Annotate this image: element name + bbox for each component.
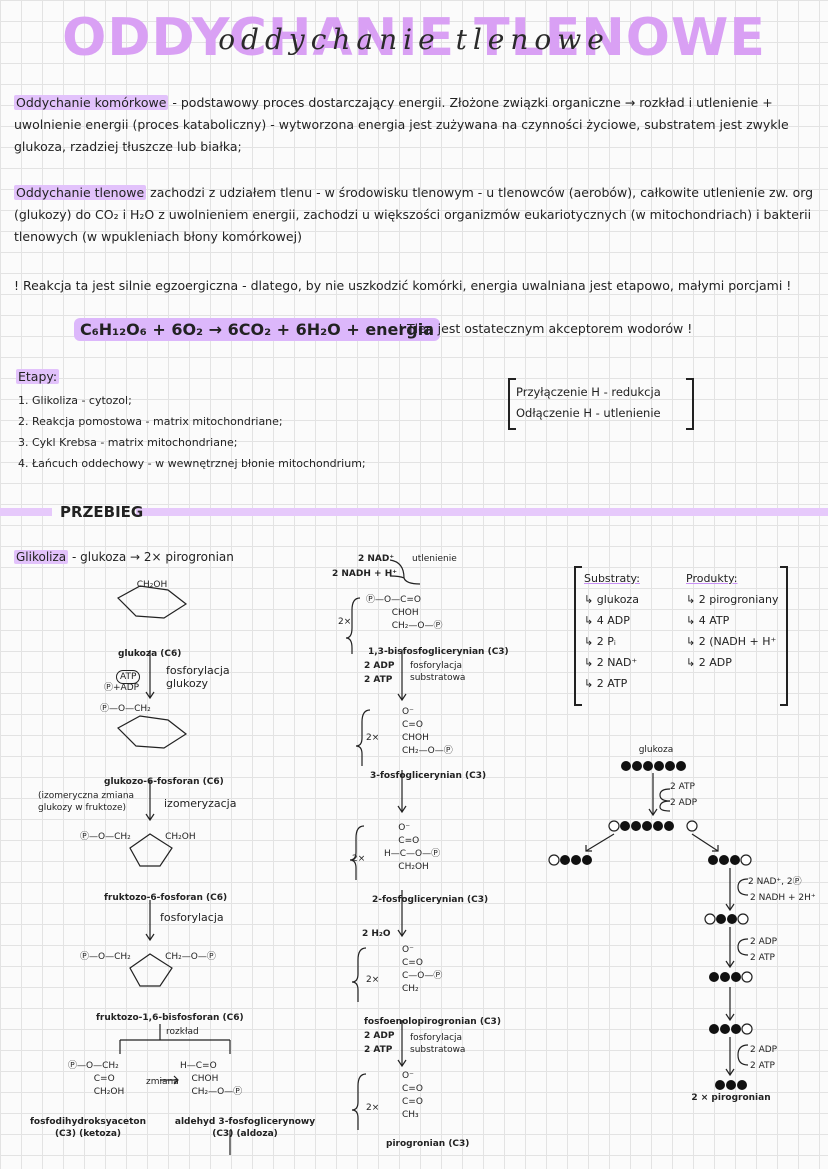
aerobic-paragraph: Oddychanie tlenowe zachodzi z udziałem t… — [14, 182, 814, 248]
scheme-adp: 2 ADP — [670, 798, 698, 808]
scheme-atp-2: 2 ATP — [750, 953, 775, 963]
equation-wrap: C₆H₁₂O₆ + 6O₂ → 6CO₂ + 6H₂O + energia — [74, 318, 441, 342]
scheme-glucose-label: glukoza — [638, 745, 674, 755]
glycolysis-text: - glukoza → 2× pirogronian — [71, 550, 234, 564]
f16bp-label: fruktozo-1,6-bisfosforan (C6) — [96, 1013, 244, 1023]
stages-list: 1. Glikoliza - cytozol; 2. Reakcja pomos… — [18, 390, 478, 474]
glucose-ring — [117, 585, 188, 619]
aerobic-text: zachodzi z udziałem tlenu - w środowisku… — [14, 185, 814, 244]
glucose-label: glukoza (C6) — [118, 649, 182, 659]
nad-label: 2 NAD⁺ — [358, 554, 395, 564]
reaction-equation: C₆H₁₂O₆ + 6O₂ → 6CO₂ + 6H₂O + energia — [74, 318, 441, 341]
redox-box: Przyłączenie H - redukcja Odłączenie H -… — [508, 378, 694, 430]
stage-item: 4. Łańcuch oddechowy - w wewnętrznej bło… — [18, 457, 366, 470]
substrate-item: ↳ 4 ADP — [584, 614, 630, 627]
section-heading: PRZEBIEG — [60, 503, 144, 521]
f6p-ring — [129, 833, 173, 867]
scheme-nad: 2 NAD⁺, 2Ⓟ — [748, 877, 802, 887]
oxygen-note: ! Tlen jest ostatecznym akceptorem wodor… — [398, 321, 693, 336]
atp-label-2: 2 ATP — [364, 1045, 393, 1055]
g6p-ring — [117, 715, 188, 749]
g3p-label: aldehyd 3-fosfoglicerynowy (C3) (aldoza) — [174, 1117, 316, 1139]
aerobic-term: Oddychanie tlenowe — [14, 185, 147, 200]
energy-note: ! Reakcja ta jest silnie egzoergiczna - … — [14, 278, 792, 293]
product-item: ↳ 4 ATP — [686, 614, 730, 627]
left-pathway-diagram — [117, 585, 231, 1155]
padp-label: Ⓟ+ADP — [104, 683, 140, 693]
intro-text: - podstawowy proces dostarczający energi… — [14, 95, 789, 154]
dhap-label: fosfodihydroksyaceton (C3) (ketoza) — [29, 1117, 147, 1139]
scheme-nadh: 2 NADH + 2H⁺ — [750, 893, 816, 903]
step-phosphorylation: fosforylacja glukozy — [166, 664, 230, 690]
step-split: rozkład — [166, 1027, 199, 1037]
mult-3: 2× — [352, 854, 366, 864]
pg2-label: 2-fosfoglicerynian (C3) — [372, 895, 489, 905]
pyruvate-label: pirogronian (C3) — [386, 1139, 470, 1149]
section-bar-right — [136, 508, 828, 516]
product-item: ↳ 2 pirogroniany — [686, 593, 779, 606]
oxidation-label: utlenienie — [412, 554, 457, 564]
step-phosphorylation-2: fosforylacja — [160, 911, 224, 924]
pep-label: fosfoenolopirogronian (C3) — [364, 1017, 501, 1027]
change-label: zmiana — [146, 1077, 179, 1087]
scheme-atp-3: 2 ATP — [750, 1061, 775, 1071]
substrate-phos-1: fosforylacja substratowa — [410, 661, 466, 683]
water-label: 2 H₂O — [362, 929, 391, 939]
isomer-note: (izomeryczna zmiana glukozy w fruktoze) — [38, 791, 135, 813]
substrate-item: ↳ 2 Pᵢ — [584, 635, 616, 648]
middle-pathway-diagram — [345, 559, 421, 1130]
adp-label: 2 ADP — [364, 661, 395, 671]
section-bar-left — [0, 508, 52, 516]
scheme-adp-3: 2 ADP — [750, 1045, 778, 1055]
intro-paragraph: Oddychanie komórkowe - podstawowy proces… — [14, 92, 804, 158]
bpg-label: 1,3-bisfosfoglicerynian (C3) — [368, 647, 509, 657]
mult-2: 2× — [366, 733, 380, 743]
stages-heading: Etapy: — [16, 369, 60, 384]
substrates-heading: Substraty: — [584, 572, 640, 585]
redox-reduction: Przyłączenie H - redukcja — [516, 385, 661, 399]
nadh-label: 2 NADH + H⁺ — [332, 569, 397, 579]
product-item: ↳ 2 ADP — [686, 656, 732, 669]
products-heading: Produkty: — [686, 572, 738, 585]
scheme-result: 2 × pirogronian — [691, 1093, 771, 1103]
g6p-label: glukozo-6-fosforan (C6) — [104, 777, 224, 787]
glycolysis-term: Glikoliza — [14, 550, 69, 564]
substrate-item: ↳ 2 ATP — [584, 677, 628, 690]
atp-badge: ATP — [116, 670, 141, 684]
product-item: ↳ 2 (NADH + H⁺ — [686, 635, 777, 648]
mult-5: 2× — [366, 1103, 380, 1113]
glycolysis-heading: Glikoliza - glukoza → 2× pirogronian — [14, 546, 234, 568]
mult-4: 2× — [366, 975, 380, 985]
substrate-phos-2: fosforylacja substratowa — [410, 1033, 466, 1055]
page-title: ODDYCHANIE TLENOWE — [62, 8, 766, 68]
summary-box: Substraty: ↳ glukoza ↳ 4 ADP ↳ 2 Pᵢ ↳ 2 … — [574, 566, 788, 706]
f6p-label: fruktozo-6-fosforan (C6) — [104, 893, 228, 903]
substrate-item: ↳ 2 NAD⁺ — [584, 656, 638, 669]
step-isomerization: izomeryzacja — [164, 797, 237, 810]
stage-item: 2. Reakcja pomostowa - matrix mitochondr… — [18, 415, 283, 428]
mult-1: 2× — [338, 617, 352, 627]
page-subtitle: oddychanie tlenowe — [218, 23, 610, 56]
stage-item: 3. Cykl Krebsa - matrix mitochondriane; — [18, 436, 238, 449]
stage-item: 1. Glikoliza - cytozol; — [18, 394, 132, 407]
scheme-atp: 2 ATP — [670, 782, 695, 792]
intro-term: Oddychanie komórkowe — [14, 95, 169, 110]
atp-label: 2 ATP — [364, 675, 393, 685]
redox-oxidation: Odłączenie H - utlenienie — [516, 406, 661, 420]
adp-label-2: 2 ADP — [364, 1031, 395, 1041]
substrate-item: ↳ glukoza — [584, 593, 639, 606]
carbon-scheme-diagram — [548, 761, 753, 1090]
pg3-label: 3-fosfoglicerynian (C3) — [370, 771, 487, 781]
f16bp-ring — [129, 953, 173, 987]
scheme-adp-2: 2 ADP — [750, 937, 778, 947]
